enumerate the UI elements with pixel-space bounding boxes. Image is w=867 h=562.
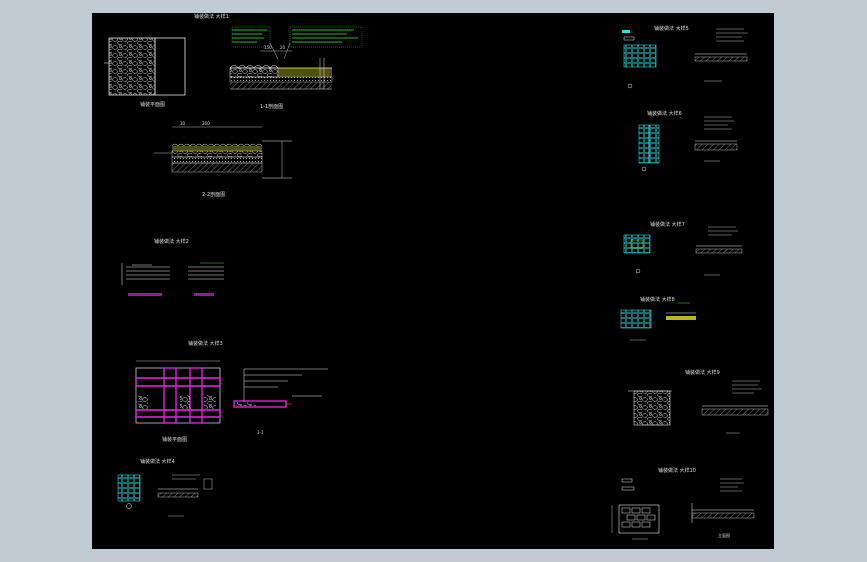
cad-drawing-canvas[interactable]: 铺装做法 大样1 铺装平面图 150 20: [92, 13, 774, 549]
section-1-1-label: 1-1剖面图: [260, 103, 283, 110]
detail-3: 铺装做法 大样2: [121, 238, 224, 296]
detail-r6-label: 立面图: [718, 532, 730, 538]
detail-3-title: 铺装做法 大样2: [154, 238, 189, 245]
d2-dim-b: 360: [202, 121, 210, 126]
detail-r2-title: 铺装做法 大样6: [647, 110, 682, 117]
detail-4: 铺装做法 大样3 铺装平面图 1-1: [135, 340, 328, 443]
detail-1-title: 铺装做法 大样1: [194, 13, 229, 20]
detail-right-1: 铺装做法 大样5: [622, 25, 748, 89]
detail-1: 铺装做法 大样1 铺装平面图 150 20: [104, 13, 363, 110]
detail-5: 铺装做法 大样4: [117, 458, 213, 517]
detail-4-plan-label: 铺装平面图: [162, 436, 187, 443]
detail-r1-title: 铺装做法 大样5: [654, 25, 689, 32]
stone-plan: [108, 37, 156, 96]
detail-r5-title: 铺装做法 大样9: [685, 369, 720, 376]
detail-r6-title: 铺装做法 大样10: [658, 467, 696, 474]
detail-right-6: 铺装做法 大样10 立面图: [611, 467, 755, 540]
detail-1-plan-label: 铺装平面图: [140, 101, 165, 108]
detail-r4-title: 铺装做法 大样8: [640, 296, 675, 303]
dim-150: 150: [264, 45, 272, 50]
section-2-2-label: 2-2剖面图: [202, 191, 225, 198]
detail-right-4: 铺装做法 大样8: [620, 296, 696, 341]
cad-drawing: 铺装做法 大样1 铺装平面图 150 20: [104, 13, 769, 540]
detail-r3-title: 铺装做法 大样7: [650, 221, 685, 228]
section-1-1: 150 20 1-1剖面图: [229, 26, 363, 110]
detail-4-section-label: 1-1: [257, 430, 264, 435]
d2-dim-a: 30: [180, 121, 186, 126]
detail-right-2: 铺装做法 大样6: [638, 110, 738, 172]
dim-20: 20: [280, 45, 286, 50]
detail-2: 30 360 2-2剖面图: [154, 121, 292, 198]
detail-right-3: 铺装做法 大样7: [623, 221, 743, 276]
detail-5-title: 铺装做法 大样4: [140, 458, 175, 465]
detail-4-title: 铺装做法 大样3: [188, 340, 223, 347]
detail-right-5: 铺装做法 大样9: [628, 369, 769, 434]
plan-border: [154, 37, 186, 96]
